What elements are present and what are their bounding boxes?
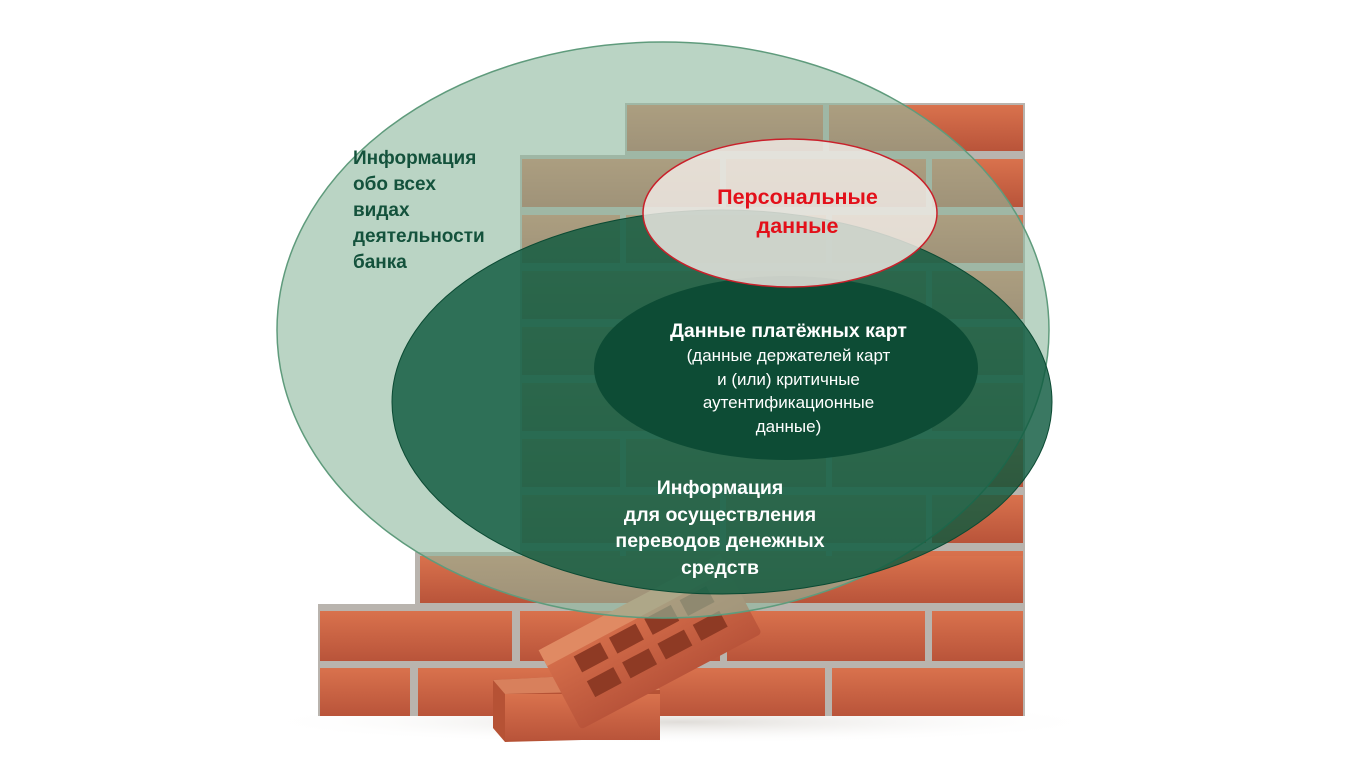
card-subtitle-line: и (или) критичные xyxy=(717,369,860,389)
card-data-label: Данные платёжных карт (данные держателей… xyxy=(606,318,971,438)
brick xyxy=(320,611,512,661)
card-subtitle-line: данные) xyxy=(755,416,822,436)
personal-label-line: Персональные xyxy=(717,185,878,209)
outer-circle-label: Информация обо всех видах деятельности б… xyxy=(353,146,528,276)
brick xyxy=(727,611,925,661)
transfers-label-line: средств xyxy=(680,556,760,579)
outer-label-line: Информация xyxy=(353,148,477,169)
outer-label-line: деятельности xyxy=(353,226,485,247)
brick xyxy=(320,668,410,716)
transfers-label: Информация для осуществления переводов д… xyxy=(560,475,880,581)
personal-data-ellipse xyxy=(642,138,938,288)
personal-data-label: Персональные данные xyxy=(660,183,935,241)
transfers-label-line: переводов денежных xyxy=(615,530,825,552)
brick xyxy=(832,668,1023,716)
card-data-title: Данные платёжных карт xyxy=(670,320,907,342)
card-data-subtitle: (данные держателей карт и (или) критичны… xyxy=(606,344,971,438)
transfers-label-line: Информация xyxy=(656,477,784,499)
outer-label-line: обо всех xyxy=(353,174,436,195)
card-subtitle-line: аутентификационные xyxy=(702,393,875,412)
inner-ellipse-card-data xyxy=(594,276,978,460)
card-subtitle-line: (данные держателей карт xyxy=(686,346,891,365)
personal-label-line: данные xyxy=(756,214,839,238)
outer-label-line: видах xyxy=(353,200,410,221)
outer-label-line: банка xyxy=(353,252,407,273)
transfers-label-line: для осуществления xyxy=(623,503,817,526)
brick xyxy=(932,611,1023,661)
